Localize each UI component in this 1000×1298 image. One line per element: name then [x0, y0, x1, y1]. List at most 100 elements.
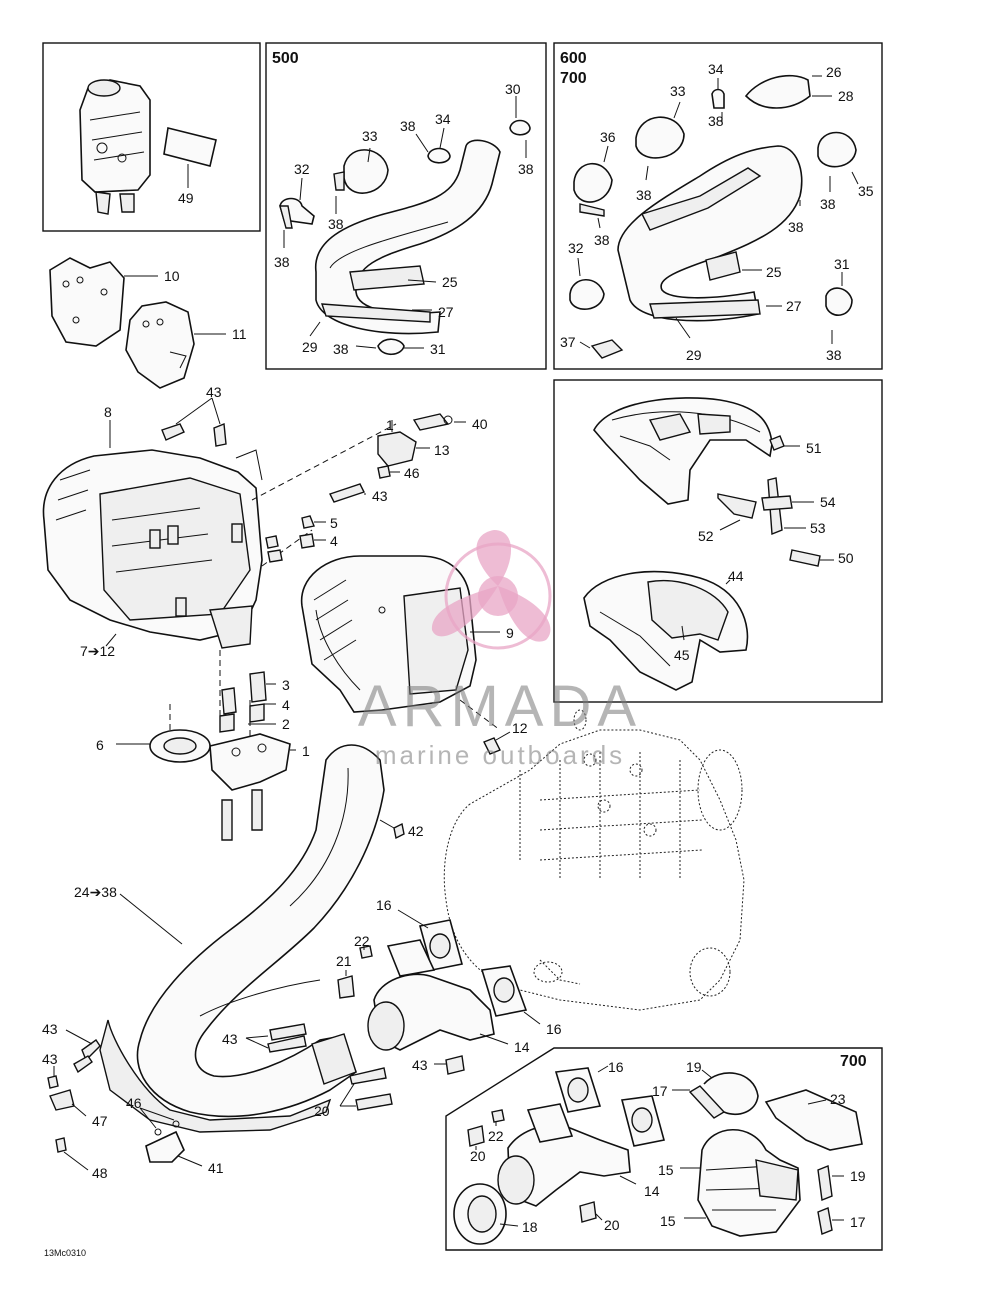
callout-700-17b: 17	[850, 1214, 866, 1230]
callout-main-46b: 47	[92, 1113, 108, 1129]
callout-600-36: 36	[600, 129, 616, 145]
heat-shield-10: 10	[49, 257, 180, 347]
mount-plate-1	[209, 733, 291, 841]
callout-main-43b: 43	[372, 488, 388, 504]
callout-500-34: 34	[435, 111, 451, 127]
callout-main-6: 6	[96, 737, 104, 753]
callout-main-20a: 43	[412, 1057, 428, 1073]
callout-600-28: 28	[838, 88, 854, 104]
callout-main-16b: 16	[546, 1021, 562, 1037]
model-600-700-box: 600 700 34 26 28 33 38 36 35 38	[553, 42, 883, 370]
engine-block	[443, 709, 745, 1011]
callout-700-15b: 15	[660, 1213, 676, 1229]
callout-main-41: 46	[126, 1095, 142, 1111]
heat-shield-11: 11	[125, 301, 247, 389]
callout-main-3: 3	[282, 677, 290, 693]
heat-shield-26	[744, 74, 811, 109]
muffler-cover-part	[593, 397, 773, 505]
bracket-13	[377, 431, 417, 467]
callout-main-13: 13	[434, 442, 450, 458]
callout-main-21: 21	[336, 953, 352, 969]
gasket-16b-main	[480, 965, 528, 1017]
muffler-liner-part	[583, 570, 749, 691]
callout-500-25: 25	[442, 274, 458, 290]
callout-500-38d: 38	[274, 254, 290, 270]
callout-600-29: 29	[686, 347, 702, 363]
callout-53: 53	[810, 520, 826, 536]
model-500-label: 500	[272, 50, 299, 67]
callout-700-20a: 20	[470, 1148, 486, 1164]
clip-46	[49, 1089, 75, 1111]
callout-main-24-38: 24➔38	[74, 884, 117, 900]
oil-tank-part	[79, 79, 151, 215]
muffler-9	[300, 555, 477, 713]
callout-600-26: 26	[826, 64, 842, 80]
grommet-6	[149, 729, 211, 763]
callout-11: 11	[232, 326, 247, 342]
propeller-logo	[431, 530, 552, 650]
callout-500-33: 33	[362, 128, 378, 144]
callout-main-46a: 46	[404, 465, 420, 481]
callout-main-4b: 4	[282, 697, 290, 713]
plate-37	[590, 339, 624, 359]
callout-main-1b: 1	[302, 743, 310, 759]
callout-45: 45	[674, 647, 690, 663]
callout-600-31: 31	[834, 256, 850, 272]
callout-700-20b: 20	[604, 1217, 620, 1233]
callout-600-34: 34	[708, 61, 724, 77]
callout-main-4a: 4	[330, 533, 338, 549]
model-600-label: 600	[560, 50, 587, 67]
callout-main-43d: 20	[314, 1103, 330, 1119]
callout-700-14: 14	[644, 1183, 660, 1199]
callout-500-38a: 38	[400, 118, 416, 134]
callout-50: 50	[838, 550, 854, 566]
callout-main-5: 5	[330, 515, 338, 531]
model-700-label-bottom: 700	[840, 1053, 867, 1070]
callout-600-38b: 38	[820, 196, 836, 212]
callout-main-2: 2	[282, 716, 290, 732]
callout-49: 49	[178, 190, 194, 206]
callout-600-38f: 38	[826, 347, 842, 363]
callout-600-33: 33	[670, 83, 686, 99]
callout-52: 52	[698, 528, 714, 544]
callout-main-8: 8	[104, 404, 112, 420]
watermark-brand: ARMADA	[358, 674, 642, 739]
muffler-8	[42, 449, 263, 649]
callout-600-25: 25	[766, 264, 782, 280]
callout-main-1a: 1	[386, 417, 394, 433]
shield-23	[764, 1089, 863, 1151]
callout-main-40: 40	[472, 416, 488, 432]
callout-600-38a: 38	[708, 113, 724, 129]
callout-main-12: 12	[512, 720, 528, 736]
callout-500-38e: 38	[333, 341, 349, 357]
callout-600-35: 35	[858, 183, 874, 199]
seal-ring-18	[453, 1183, 507, 1245]
callout-500-38b: 38	[518, 161, 534, 177]
callout-500-38c: 38	[328, 216, 344, 232]
callout-600-38e: 38	[788, 219, 804, 235]
callout-main-7-12: 7➔12	[80, 643, 115, 659]
callout-700-15a: 15	[658, 1162, 674, 1178]
callout-main-43c: 43	[222, 1031, 238, 1047]
callout-51: 51	[806, 440, 822, 456]
model-700-label-top: 700	[560, 70, 587, 87]
callout-500-27: 27	[438, 304, 454, 320]
callout-54: 54	[820, 494, 836, 510]
callout-600-32: 32	[568, 240, 584, 256]
clamp-19-700	[703, 1072, 759, 1116]
callout-500-32: 32	[294, 161, 310, 177]
callout-main-14a: 14	[514, 1039, 530, 1055]
drawing-code: 13Mc0310	[44, 1248, 86, 1258]
callout-700-16: 16	[608, 1059, 624, 1075]
callout-600-38c: 38	[636, 187, 652, 203]
callout-main-48: 48	[92, 1165, 108, 1181]
callout-600-27: 27	[786, 298, 802, 314]
callout-main-42: 42	[408, 823, 424, 839]
tuned-pipe-main	[99, 744, 385, 1133]
callout-10: 10	[164, 268, 180, 284]
callout-700-22: 22	[488, 1128, 504, 1144]
ring-33-500	[343, 149, 389, 194]
callout-700-19b: 19	[850, 1168, 866, 1184]
callout-500-29: 29	[302, 339, 318, 355]
